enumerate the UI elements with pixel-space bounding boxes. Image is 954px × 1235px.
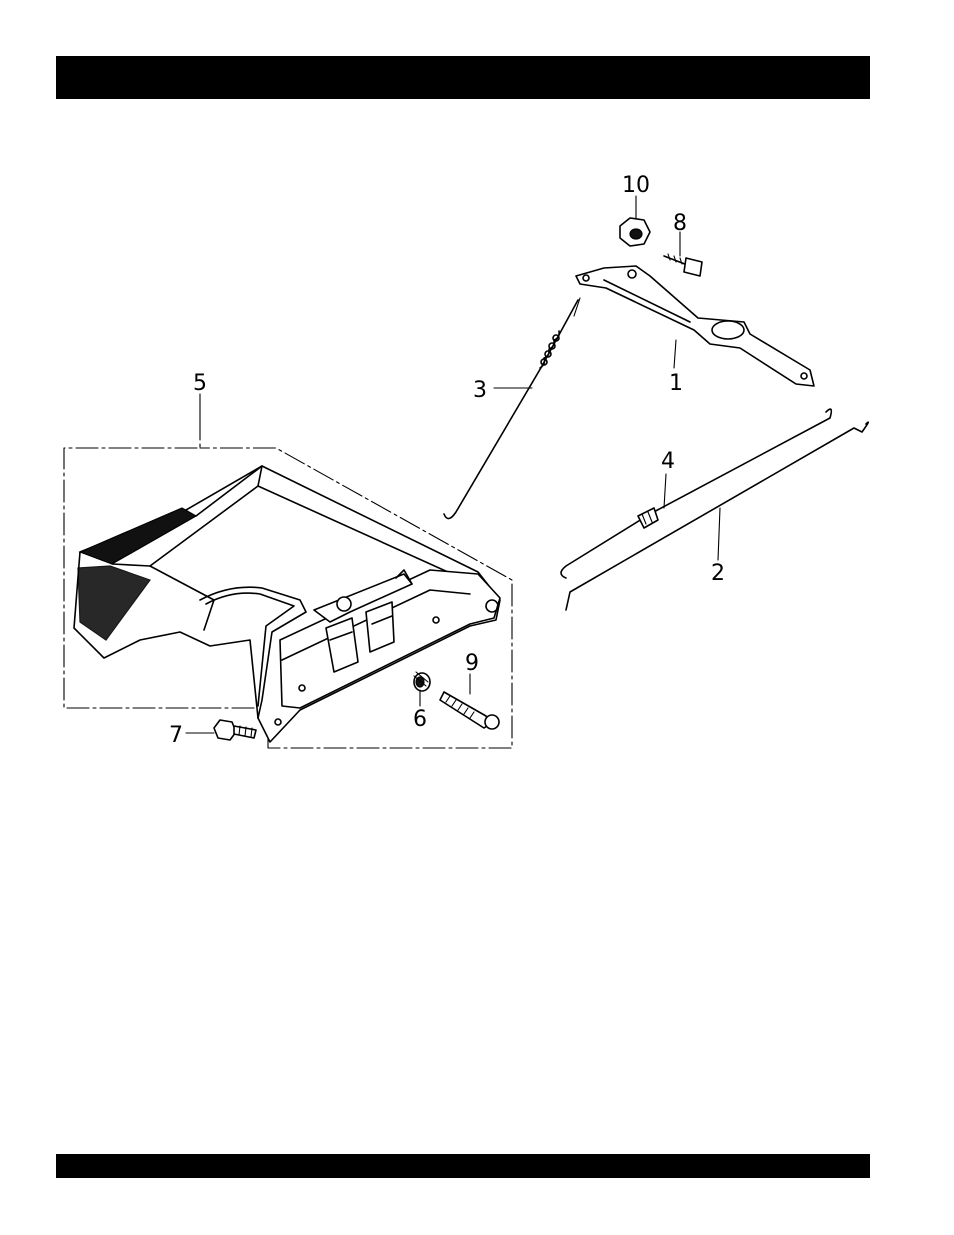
- callout-2: 2: [711, 561, 725, 586]
- callout-8: 8: [673, 211, 687, 236]
- part-1-lever-arm: [576, 266, 814, 386]
- callout-10: 10: [622, 173, 650, 198]
- callout-9: 9: [465, 651, 479, 676]
- part-9-screw: [440, 692, 499, 729]
- callout-7: 7: [169, 723, 183, 748]
- callout-4: 4: [661, 449, 675, 474]
- callout-1: 1: [669, 371, 683, 396]
- callout-5: 5: [193, 371, 207, 396]
- callout-3: 3: [473, 378, 487, 403]
- part-4-rod: [561, 409, 831, 578]
- part-5-housing: [74, 466, 500, 742]
- part-6-spring: [414, 672, 430, 691]
- part-10-nut: [620, 218, 650, 246]
- part-7-bolt: [214, 720, 256, 740]
- callout-6: 6: [413, 707, 427, 732]
- part-3-spring-rod: [444, 298, 580, 519]
- part-8-bolt: [664, 254, 702, 276]
